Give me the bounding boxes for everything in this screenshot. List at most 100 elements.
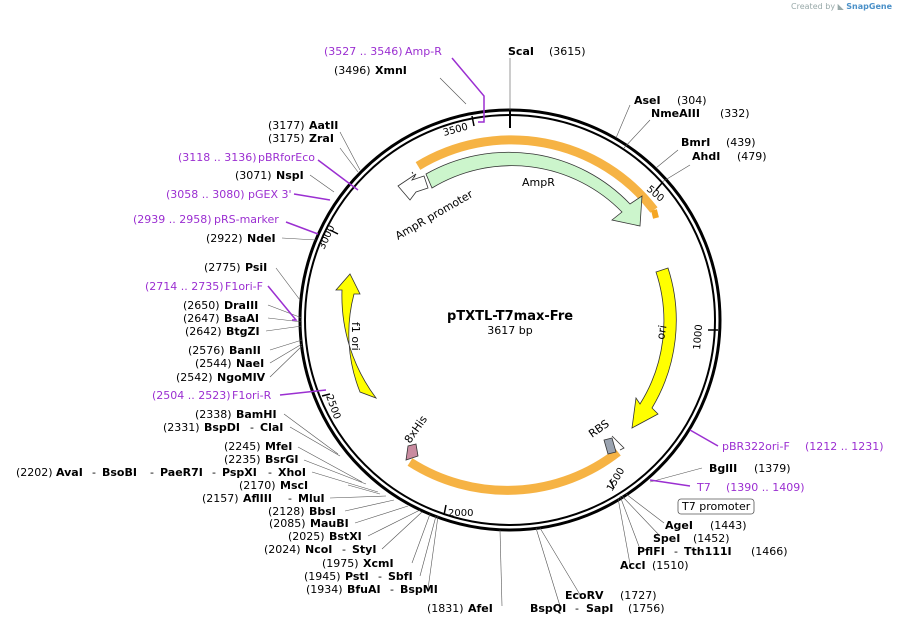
f1ori-label: f1 ori bbox=[349, 322, 362, 351]
site-maubi-name[interactable]: MauBI bbox=[310, 517, 349, 530]
site-xcmi-name[interactable]: XcmI bbox=[363, 557, 394, 570]
site-nspi-pos: (3071) bbox=[235, 169, 272, 182]
site-bmri-pos: (439) bbox=[726, 136, 756, 149]
primer-f1orir-name: F1ori-R bbox=[232, 389, 272, 402]
primer-pbr322orif-name: pBR322ori-F bbox=[722, 440, 790, 453]
site-spei-name[interactable]: SpeI bbox=[653, 532, 680, 545]
site-sapi-name[interactable]: SapI bbox=[586, 602, 613, 615]
primer-pbrforeco-range: (3118 .. 3136) bbox=[178, 151, 257, 164]
site-nmeaiii-name[interactable]: NmeAIII bbox=[651, 107, 700, 120]
site-draiii-pos: (2650) bbox=[183, 299, 220, 312]
site-psti-name[interactable]: PstI bbox=[345, 570, 369, 583]
primer-marks bbox=[267, 57, 719, 487]
site-btgzi-name[interactable]: BtgZI bbox=[226, 325, 260, 338]
site-bamhi-pos: (2338) bbox=[195, 408, 232, 421]
primer-t7-name: T7 bbox=[696, 481, 711, 494]
site-ecorv-pos: (1727) bbox=[620, 589, 657, 602]
site-pspxi-name[interactable]: PspXI bbox=[222, 466, 257, 479]
site-scai-name[interactable]: ScaI bbox=[508, 45, 534, 58]
svg-text:-: - bbox=[92, 466, 96, 479]
site-avai-name[interactable]: AvaI bbox=[56, 466, 83, 479]
site-naei-name[interactable]: NaeI bbox=[236, 357, 264, 370]
site-mfei-name[interactable]: MfeI bbox=[265, 440, 292, 453]
rbs-feature[interactable] bbox=[603, 437, 617, 455]
site-sbfi-name[interactable]: SbfI bbox=[388, 570, 413, 583]
site-clai-name[interactable]: ClaI bbox=[260, 421, 283, 434]
t7-promoter-label-box bbox=[677, 498, 755, 515]
site-msci-name[interactable]: MscI bbox=[280, 479, 308, 492]
site-draiii-name[interactable]: DraIII bbox=[224, 299, 258, 312]
site-xhoi-name[interactable]: XhoI bbox=[278, 466, 306, 479]
site-bsaai-name[interactable]: BsaAI bbox=[224, 312, 259, 325]
primer-ampr-name: Amp-R bbox=[405, 45, 442, 58]
site-ahdi-name[interactable]: AhdI bbox=[692, 150, 720, 163]
site-bspdi-name[interactable]: BspDI bbox=[204, 421, 240, 434]
site-asei-name[interactable]: AseI bbox=[634, 94, 661, 107]
site-zrai-name[interactable]: ZraI bbox=[309, 132, 334, 145]
site-bsaai-pos: (2647) bbox=[183, 312, 220, 325]
site-bspdi-pos: (2331) bbox=[163, 421, 200, 434]
site-bmri-name[interactable]: BmrI bbox=[681, 136, 710, 149]
primer-prsmarker-name: pRS-marker bbox=[214, 213, 279, 226]
site-ahdi-pos: (479) bbox=[737, 150, 767, 163]
site-ncoi-name[interactable]: NcoI bbox=[305, 543, 332, 556]
site-ecorv-name[interactable]: EcoRV bbox=[565, 589, 604, 602]
his-tag-feature[interactable] bbox=[405, 443, 419, 461]
site-banii-name[interactable]: BanII bbox=[229, 344, 261, 357]
ori-feature[interactable] bbox=[631, 267, 677, 429]
site-acci-name[interactable]: AccI bbox=[620, 559, 646, 572]
site-acci-pos: (1510) bbox=[652, 559, 689, 572]
site-bspqi-name[interactable]: BspQI bbox=[530, 602, 566, 615]
site-spei-pos: (1452) bbox=[693, 532, 730, 545]
his-label: 8xHis bbox=[402, 413, 430, 446]
watermark-brand: SnapGene bbox=[846, 2, 892, 11]
site-styi-name[interactable]: StyI bbox=[352, 543, 376, 556]
site-tth111i-name[interactable]: Tth111I bbox=[684, 545, 732, 558]
site-bbsi-name[interactable]: BbsI bbox=[309, 505, 336, 518]
site-xmni-name[interactable]: XmnI bbox=[375, 64, 407, 77]
site-bstxi-pos: (2025) bbox=[288, 530, 325, 543]
site-ngomiv-name[interactable]: NgoMIV bbox=[217, 371, 266, 384]
site-paer7i-name[interactable]: PaeR7I bbox=[160, 466, 203, 479]
ampr-feature[interactable] bbox=[425, 151, 643, 227]
site-pflfi-name[interactable]: PflFI bbox=[637, 545, 665, 558]
primer-ampr-range: (3527 .. 3546) bbox=[324, 45, 403, 58]
site-bglii-name[interactable]: BglII bbox=[709, 462, 737, 475]
f1ori-feature[interactable] bbox=[335, 273, 378, 399]
t7-promoter-arrow bbox=[611, 435, 625, 451]
primer-f1orif-name: F1ori-F bbox=[225, 280, 263, 293]
site-bamhi-name[interactable]: BamHI bbox=[236, 408, 277, 421]
site-bsrgi-name[interactable]: BsrGI bbox=[265, 453, 298, 466]
site-agei-name[interactable]: AgeI bbox=[665, 519, 693, 532]
site-mlui-name[interactable]: MluI bbox=[298, 492, 325, 505]
watermark-prefix: Created by bbox=[791, 2, 836, 11]
primer-pbr322orif-range: (1212 .. 1231) bbox=[805, 440, 884, 453]
site-bspmi-name[interactable]: BspMI bbox=[400, 583, 438, 596]
leader-lines bbox=[265, 58, 703, 607]
site-bstxi-name[interactable]: BstXI bbox=[329, 530, 362, 543]
site-afliii-name[interactable]: AflIII bbox=[243, 492, 272, 505]
site-zrai-pos: (3175) bbox=[268, 132, 305, 145]
site-bsobi-name[interactable]: BsoBI bbox=[102, 466, 137, 479]
ampr-promoter-feature[interactable] bbox=[397, 173, 429, 201]
site-afei-pos: (1831) bbox=[427, 602, 464, 615]
snapgene-watermark: Created by ◣ SnapGene bbox=[791, 2, 892, 11]
t7-promoter-label: T7 promoter bbox=[681, 500, 751, 513]
site-afliii-pos: (2157) bbox=[202, 492, 239, 505]
site-bbsi-pos: (2128) bbox=[268, 505, 305, 518]
ampr-highlight-end bbox=[651, 209, 659, 219]
primer-f1orir-range: (2504 .. 2523) bbox=[152, 389, 231, 402]
site-psii-name[interactable]: PsiI bbox=[245, 261, 267, 274]
site-bfuai-name[interactable]: BfuAI bbox=[347, 583, 381, 596]
site-afei-name[interactable]: AfeI bbox=[468, 602, 493, 615]
site-aatii-pos: (3177) bbox=[268, 119, 305, 132]
site-mfei-pos: (2245) bbox=[224, 440, 261, 453]
svg-text:-: - bbox=[268, 466, 272, 479]
site-bglii-pos: (1379) bbox=[754, 462, 791, 475]
site-ndei-name[interactable]: NdeI bbox=[247, 232, 276, 245]
site-nspi-name[interactable]: NspI bbox=[276, 169, 304, 182]
tick-2500: 2500 bbox=[323, 393, 342, 421]
site-aatii-name[interactable]: AatII bbox=[309, 119, 338, 132]
site-bsrgi-pos: (2235) bbox=[224, 453, 261, 466]
